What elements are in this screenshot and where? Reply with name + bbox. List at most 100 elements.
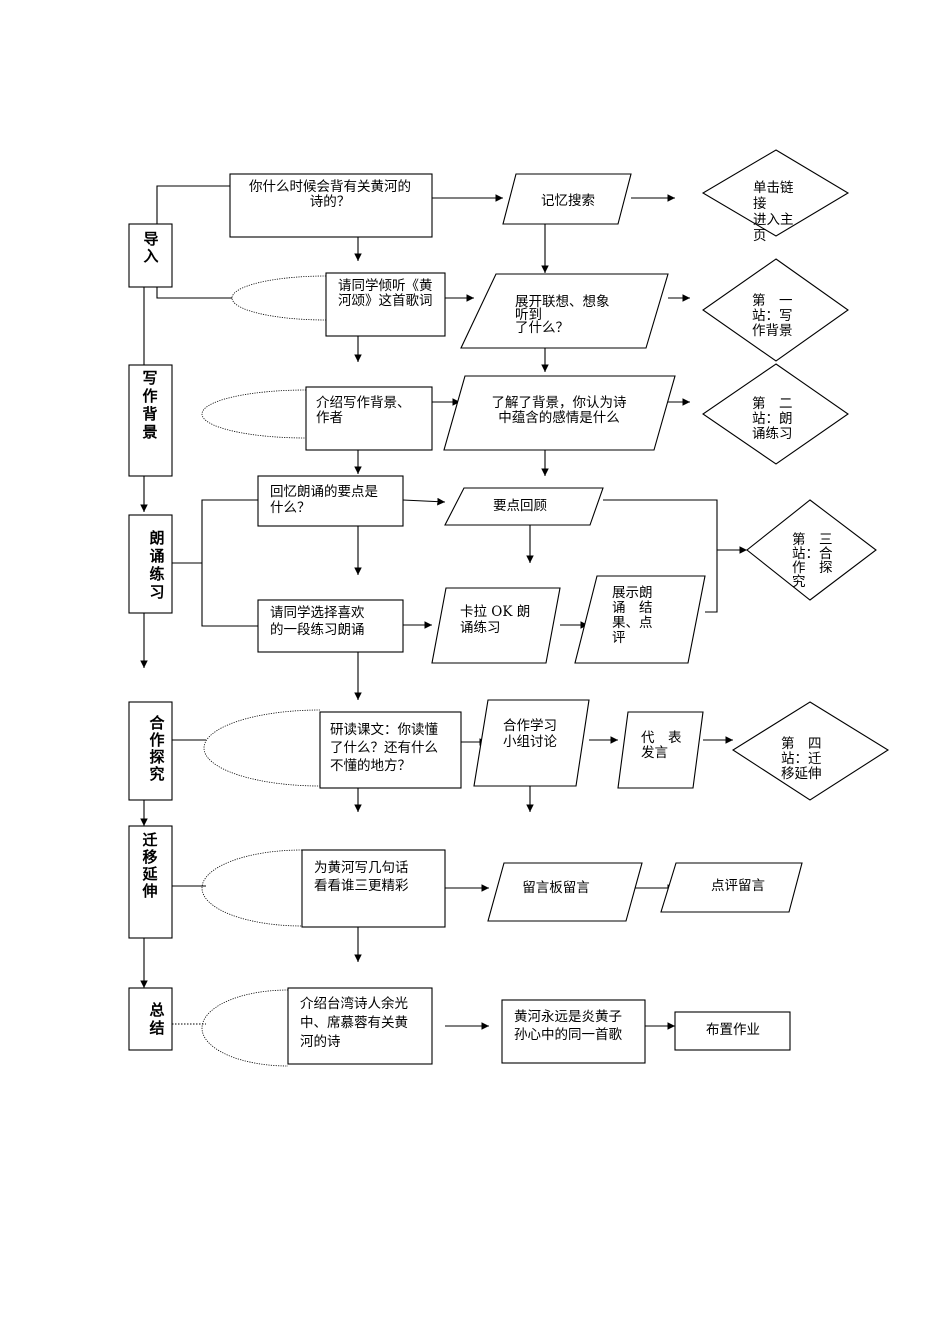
study-text-box[interactable]: 研读课文：你读懂了什么？还有什么不懂的地方？	[319, 711, 462, 789]
text-line: 作背景	[752, 323, 793, 339]
svg-text:展开联想、想象听到了什么？: 展开联想、想象听到了什么？	[515, 294, 610, 336]
text-line: 介绍台湾诗人余光	[300, 995, 408, 1012]
text-line: 的一段练习朗诵	[270, 622, 365, 638]
text-line: 诵练习	[460, 620, 501, 636]
text-line: 看看谁三更精彩	[314, 878, 409, 894]
arc-write	[201, 849, 303, 927]
common-song-box[interactable]: 黄河永远是炎黄子孙心中的同一首歌	[501, 999, 646, 1064]
emotion-question-box[interactable]: 了解了背景，你认为诗中蕴含的感情是什么	[443, 375, 676, 451]
text-line: 页	[753, 228, 767, 244]
show-results-box[interactable]: 展示朗诵 结果、点评	[574, 575, 706, 664]
karaoke-box[interactable]: 卡拉 OK 朗诵练习	[431, 587, 561, 664]
text-line: 研读课文：你读懂	[330, 722, 438, 738]
text-line: 作	[142, 387, 157, 405]
station2-diamond[interactable]: 第 二站：朗诵练习	[702, 363, 849, 465]
svg-text:请同学倾听《黄河颂》这首歌词: 请同学倾听《黄河颂》这首歌词	[338, 278, 433, 309]
text-line: 第 二	[752, 395, 793, 412]
text-line: 孙心中的同一首歌	[514, 1027, 622, 1043]
points-review-box[interactable]: 要点回顾	[444, 487, 604, 526]
text-line: 河的诗	[300, 1034, 341, 1050]
text-line: 回忆朗诵的要点是	[270, 484, 378, 500]
connector-intro-to-question	[156, 185, 230, 224]
text-line: 写	[142, 369, 157, 387]
svg-text:研读课文：你读懂了什么？还有什么不懂的地方？: 研读课文：你读懂了什么？还有什么不懂的地方？	[330, 722, 438, 774]
text-line: 点评留言	[711, 878, 765, 894]
choose-paragraph-box[interactable]: 请同学选择喜欢的一段练习朗诵	[257, 599, 404, 653]
recitation-bracket	[201, 499, 258, 627]
text-line: 了什么？	[515, 320, 569, 336]
text-line: 移延伸	[781, 766, 822, 782]
text-line: 作 探	[792, 560, 833, 576]
message-board-box[interactable]: 留言板留言	[487, 862, 643, 922]
text-line: 展开联想、想象	[515, 294, 610, 310]
text-line: 单击链	[753, 180, 794, 196]
group-discussion-box[interactable]: 合作学习小组讨论	[473, 699, 590, 787]
svg-text:展示朗诵 结果、点评: 展示朗诵 结果、点评	[612, 585, 653, 646]
text-line: 合	[148, 714, 165, 732]
svg-text:为黄河写几句话看看谁三更精彩: 为黄河写几句话看看谁三更精彩	[314, 860, 409, 894]
text-line: 背	[142, 405, 157, 423]
arrow-recall-to-review	[402, 497, 446, 506]
text-line: 站：朗	[752, 411, 793, 427]
text-line: 记忆搜索	[541, 193, 595, 209]
text-line: 了解了背景，你认为诗	[492, 395, 627, 411]
stage-intro[interactable]: 导入	[128, 223, 173, 288]
text-line: 中蕴含的感情是什么	[498, 409, 620, 426]
write-lines-box[interactable]: 为黄河写几句话看看谁三更精彩	[301, 849, 446, 928]
stage-extension[interactable]: 迁移延伸	[128, 825, 173, 939]
svg-text:介绍写作背景、作者: 介绍写作背景、作者	[316, 395, 411, 426]
text-line: 站：合	[792, 546, 833, 562]
stage-column: 导入 写作背景 朗诵练习 合作探究 迁移延伸 总结	[128, 223, 173, 1051]
comment-message-box[interactable]: 点评留言	[660, 862, 803, 913]
svg-text:迁移延伸: 迁移延伸	[141, 831, 158, 900]
svg-text:回忆朗诵的要点是什么？: 回忆朗诵的要点是什么？	[270, 484, 378, 516]
text-line: 介绍写作背景、	[316, 395, 411, 411]
stage-summary[interactable]: 总结	[128, 987, 173, 1051]
imagine-box[interactable]: 展开联想、想象听到了什么？	[460, 273, 669, 349]
portal-link-diamond[interactable]: 单击链接进入主页	[701, 149, 850, 244]
listen-song-box[interactable]: 请同学倾听《黄河颂》这首歌词	[325, 272, 446, 337]
station4-diamond[interactable]: 第 四站：迁移延伸	[731, 701, 890, 801]
decorations	[201, 275, 327, 1067]
intro-background-box[interactable]: 介绍写作背景、作者	[305, 386, 433, 451]
text-line: 听到	[515, 307, 542, 323]
text-line: 究	[792, 574, 806, 590]
text-line: 黄河永远是炎黄子	[514, 1009, 622, 1025]
representative-box[interactable]: 代 表发言	[617, 711, 704, 789]
text-line: 站：写	[752, 308, 793, 324]
text-line: 诵	[149, 547, 164, 565]
text-line: 什么？	[270, 500, 311, 516]
text-line: 发言	[641, 745, 668, 761]
text-line: 请同学倾听《黄	[338, 278, 433, 294]
text-line: 了什么？还有什么	[330, 740, 438, 756]
recall-points-box[interactable]: 回忆朗诵的要点是什么？	[257, 475, 404, 527]
text-line: 第 三	[792, 531, 833, 548]
text-line: 延	[141, 865, 158, 883]
text-line: 诵 结	[612, 600, 653, 616]
svg-text:第 一站：写作背景: 第 一站：写作背景	[752, 292, 793, 339]
svg-text:第 二站：朗诵练习: 第 二站：朗诵练习	[752, 395, 793, 442]
text-line: 布置作业	[706, 1022, 760, 1038]
text-line: 合作学习	[503, 718, 557, 734]
connector-review-right	[603, 499, 718, 613]
text-line: 展示朗	[612, 585, 653, 601]
stage-cooperation[interactable]: 合作探究	[128, 701, 173, 801]
homework-box[interactable]: 布置作业	[674, 1011, 791, 1051]
text-line: 不懂的地方？	[330, 758, 411, 774]
memory-search-box[interactable]: 记忆搜索	[502, 173, 632, 225]
svg-text:要点回顾: 要点回顾	[493, 498, 547, 514]
svg-text:第 四站：迁移延伸: 第 四站：迁移延伸	[781, 735, 822, 782]
station1-diamond[interactable]: 第 一站：写作背景	[702, 258, 849, 362]
svg-text:布置作业: 布置作业	[706, 1022, 760, 1038]
question-memorize-box[interactable]: 你什么时候会背有关黄河的诗的？	[229, 173, 433, 238]
arc-poets	[201, 989, 289, 1067]
stage-background[interactable]: 写作背景	[128, 364, 173, 477]
svg-text:介绍台湾诗人余光中、席慕蓉有关黄河的诗: 介绍台湾诗人余光中、席慕蓉有关黄河的诗	[300, 995, 408, 1050]
taiwan-poets-box[interactable]: 介绍台湾诗人余光中、席慕蓉有关黄河的诗	[287, 987, 433, 1065]
stage-recitation[interactable]: 朗诵练习	[128, 514, 173, 614]
svg-text:单击链接进入主页: 单击链接进入主页	[753, 180, 794, 244]
station3-diamond[interactable]: 第 三站：合作 探究	[746, 499, 877, 601]
text-line: 迁	[142, 831, 157, 849]
